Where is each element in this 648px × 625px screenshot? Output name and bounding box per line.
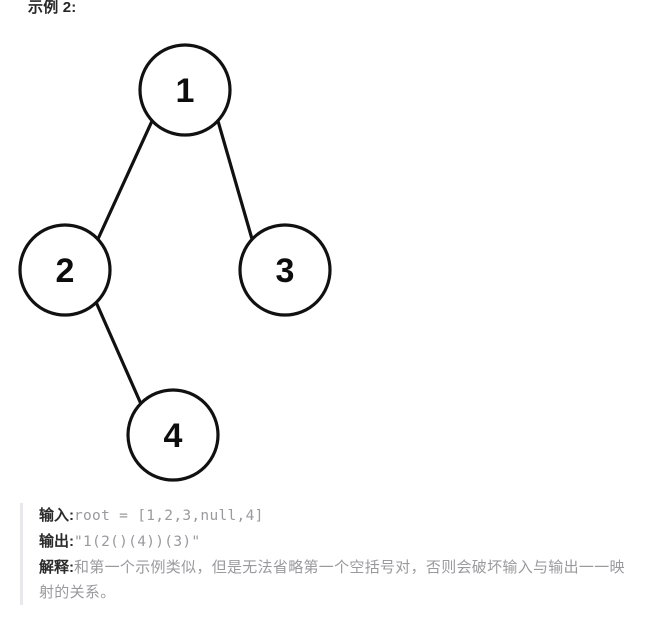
binary-tree-diagram: 1 2 3 4 [0, 28, 360, 498]
tree-edge-2-4 [94, 300, 143, 406]
tree-node-1-label: 1 [176, 72, 195, 110]
input-value: root = [1,2,3,null,4] [74, 508, 264, 524]
tree-node-4-circle [126, 388, 220, 482]
tree-node-3: 3 [238, 223, 332, 317]
tree-node-2-circle [18, 223, 112, 317]
page-title: 示例 2: [28, 0, 77, 16]
tree-edge-1-3 [216, 119, 254, 241]
tree-node-1: 1 [138, 43, 232, 137]
input-label: 输入: [39, 507, 74, 524]
tree-node-4-label: 4 [164, 417, 183, 455]
output-label: 输出: [39, 533, 74, 550]
tree-node-3-label: 3 [276, 252, 295, 290]
tree-node-1-circle [138, 43, 232, 137]
tree-svg: 1 2 3 4 [18, 43, 332, 482]
input-line: 输入:root = [1,2,3,null,4] [39, 503, 640, 529]
explanation-label: 解释: [39, 559, 74, 576]
output-value: "1(2()(4))(3)" [74, 534, 201, 550]
explanation-value: 和第一个示例类似，但是无法省略第一个空括号对，否则会破坏输入与输出一一映射的关系… [39, 559, 625, 601]
tree-node-2-label: 2 [56, 252, 75, 290]
tree-node-2: 2 [18, 223, 112, 317]
tree-node-4: 4 [126, 388, 220, 482]
tree-node-3-circle [238, 223, 332, 317]
explanation-line: 解释:和第一个示例类似，但是无法省略第一个空括号对，否则会破坏输入与输出一一映射… [39, 555, 640, 605]
output-line: 输出:"1(2()(4))(3)" [39, 529, 640, 555]
example-description-block: 输入:root = [1,2,3,null,4] 输出:"1(2()(4))(3… [20, 503, 640, 605]
tree-edge-1-2 [96, 119, 154, 241]
